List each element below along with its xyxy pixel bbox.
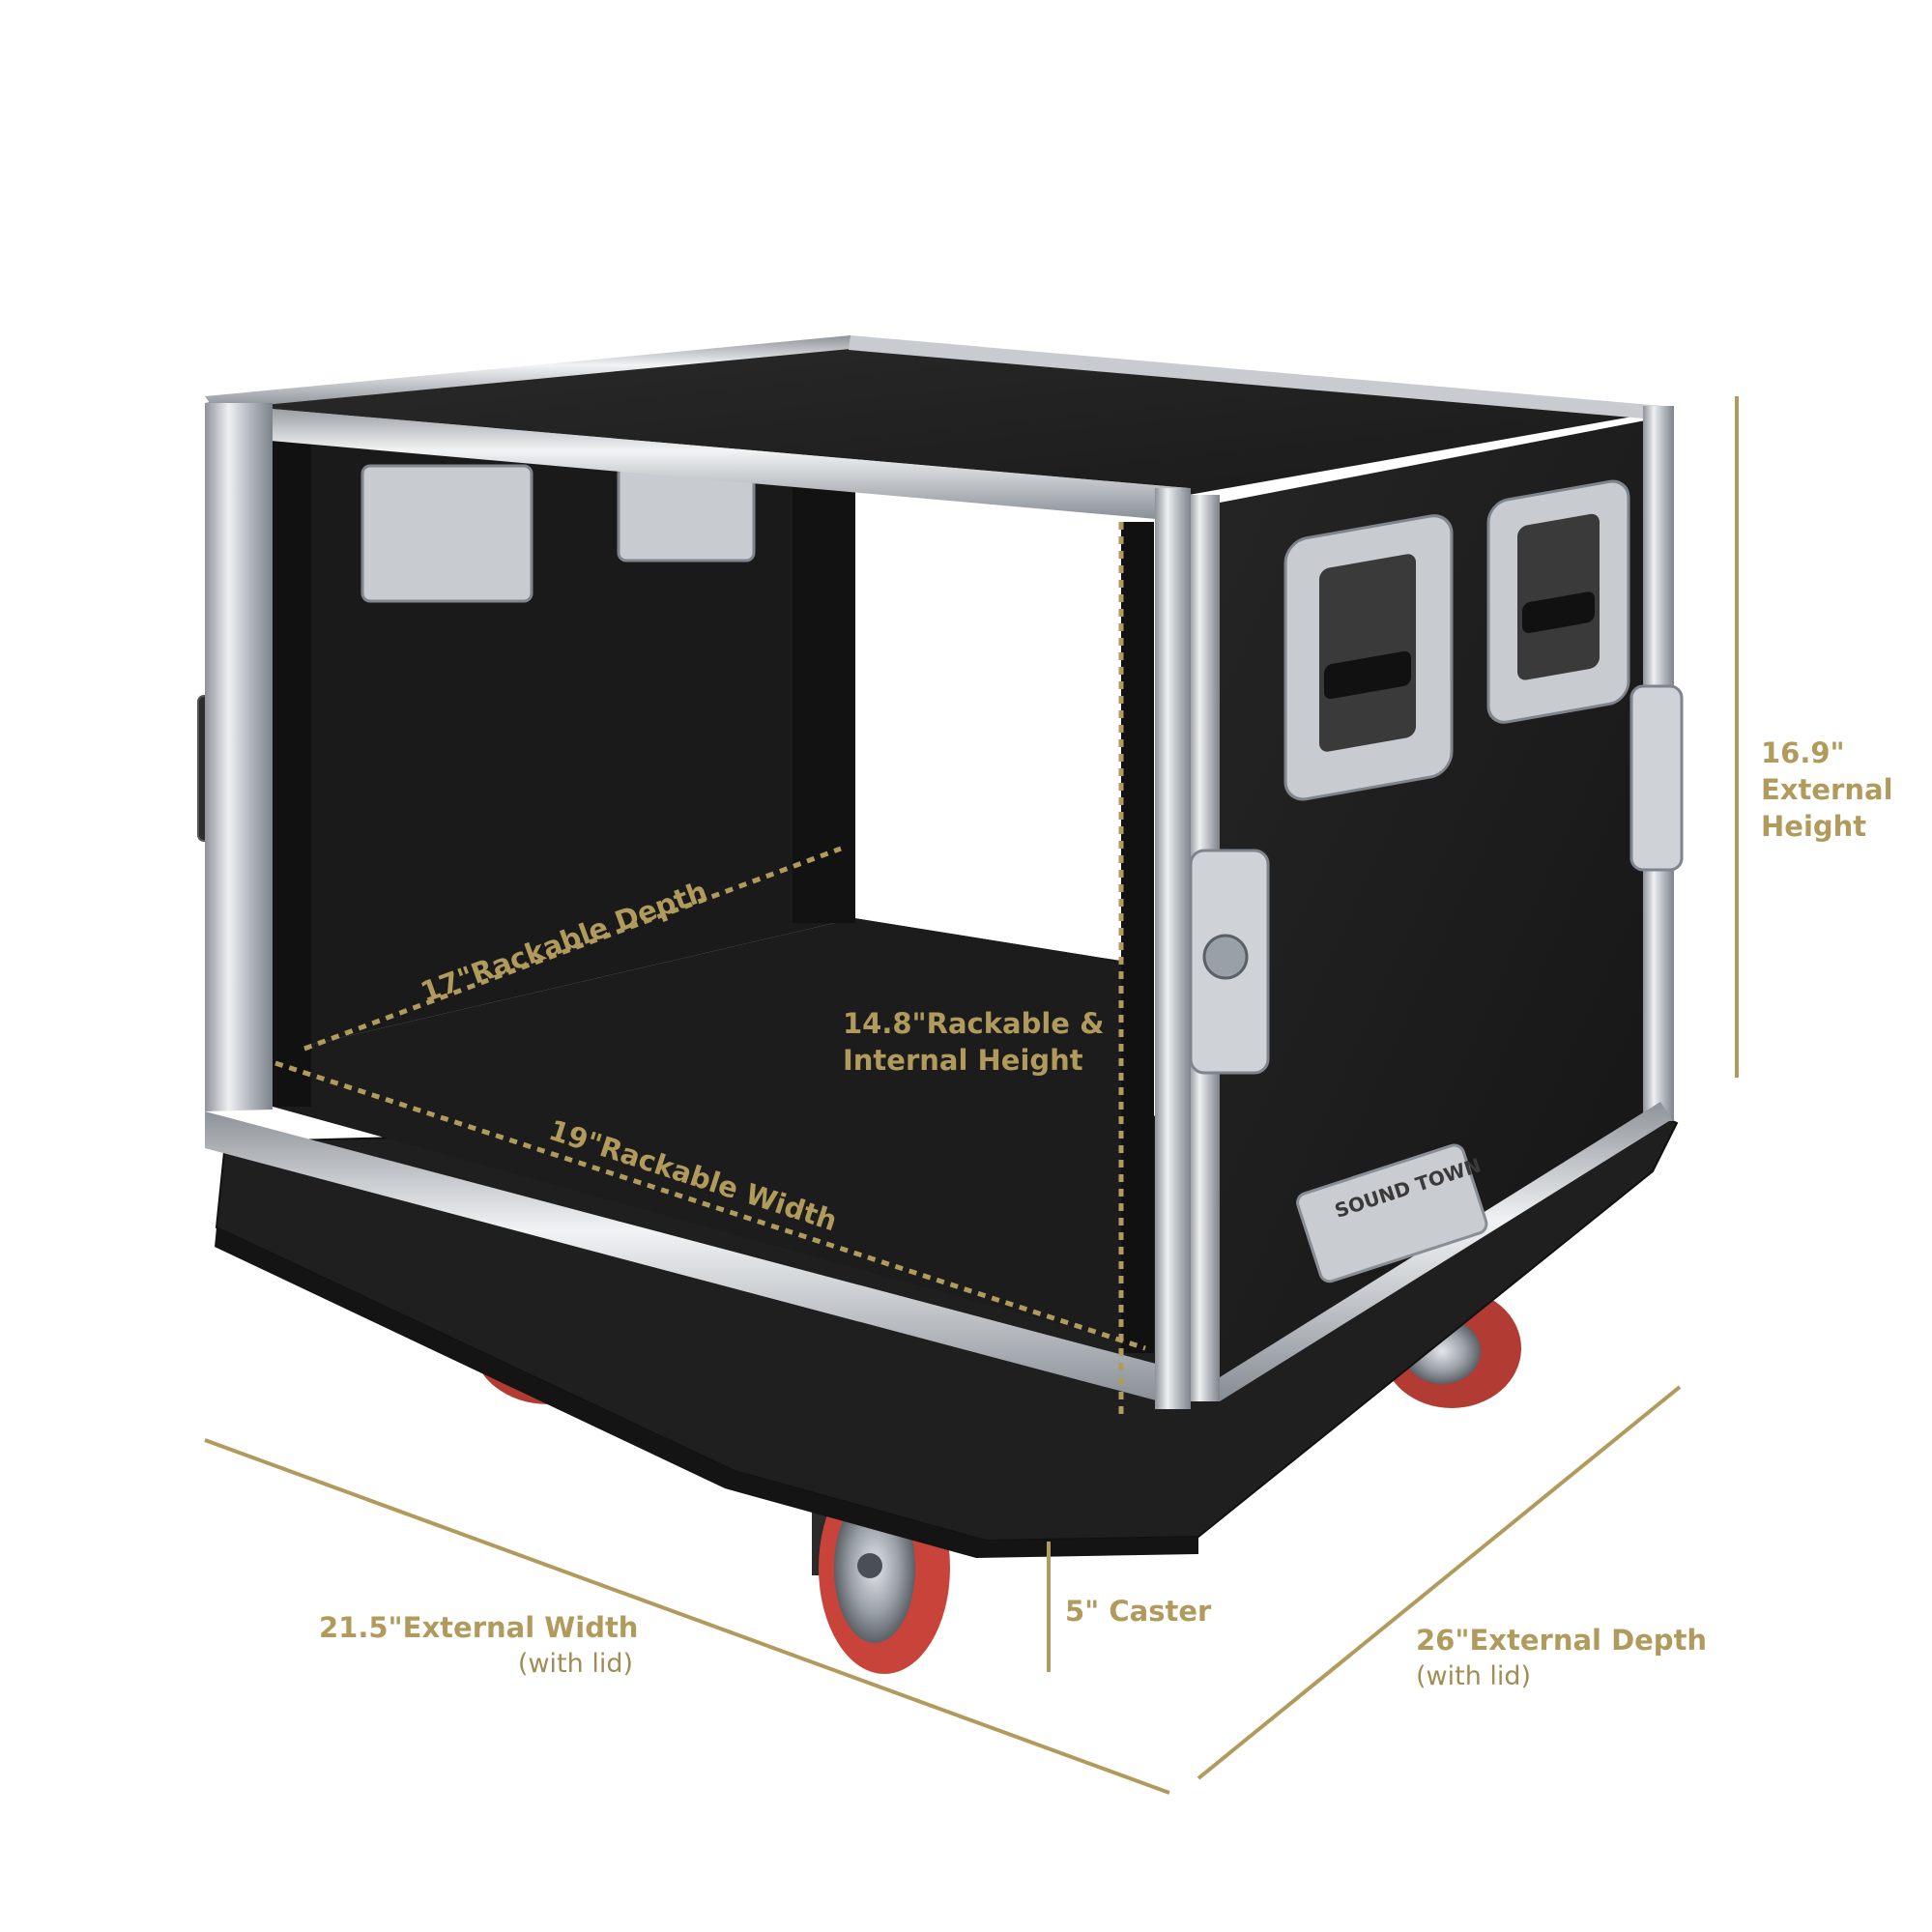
external-height-value: 16.9"	[1761, 736, 1845, 769]
external-width-value: 21.5"External Width	[319, 1611, 639, 1644]
side-handle-left	[1283, 514, 1454, 801]
label-caster: 5" Caster	[1065, 1595, 1212, 1628]
external-width-line	[204, 1438, 1170, 1795]
label-external-height: 16.9" External Height	[1761, 735, 1893, 845]
brand-plate	[1296, 1143, 1488, 1283]
side-handle-right	[1486, 479, 1630, 724]
dimension-guides	[204, 396, 1739, 1795]
rack-rail-rear	[793, 483, 855, 923]
external-depth-note: (with lid)	[1416, 1661, 1532, 1691]
external-depth-line	[1197, 1385, 1682, 1780]
rear-handle-left	[360, 464, 533, 603]
external-height-line2: Height	[1761, 810, 1867, 843]
latch-side-back	[1629, 684, 1684, 872]
rack-rail-right	[1121, 522, 1154, 1353]
label-rackable-height: 14.8"Rackable & Internal Height	[843, 1005, 1104, 1079]
external-width-note: (with lid)	[517, 1649, 633, 1679]
case-top-panel	[205, 341, 1660, 495]
rackable-height-line1: 14.8"Rackable &	[843, 1007, 1105, 1040]
rack-rail-left	[273, 430, 311, 1107]
rear-opening	[855, 488, 1145, 965]
label-external-width: 21.5"External Width (with lid)	[319, 1609, 639, 1683]
external-height-line1: External	[1761, 773, 1893, 806]
external-depth-value: 26"External Depth	[1416, 1624, 1708, 1657]
front-frame	[205, 403, 1191, 1409]
rackable-width-line	[274, 1060, 1146, 1351]
label-external-depth: 26"External Depth (with lid)	[1416, 1622, 1707, 1695]
rackable-height-line2: Internal Height	[843, 1044, 1083, 1077]
rack-interior-floor	[273, 918, 1145, 1348]
